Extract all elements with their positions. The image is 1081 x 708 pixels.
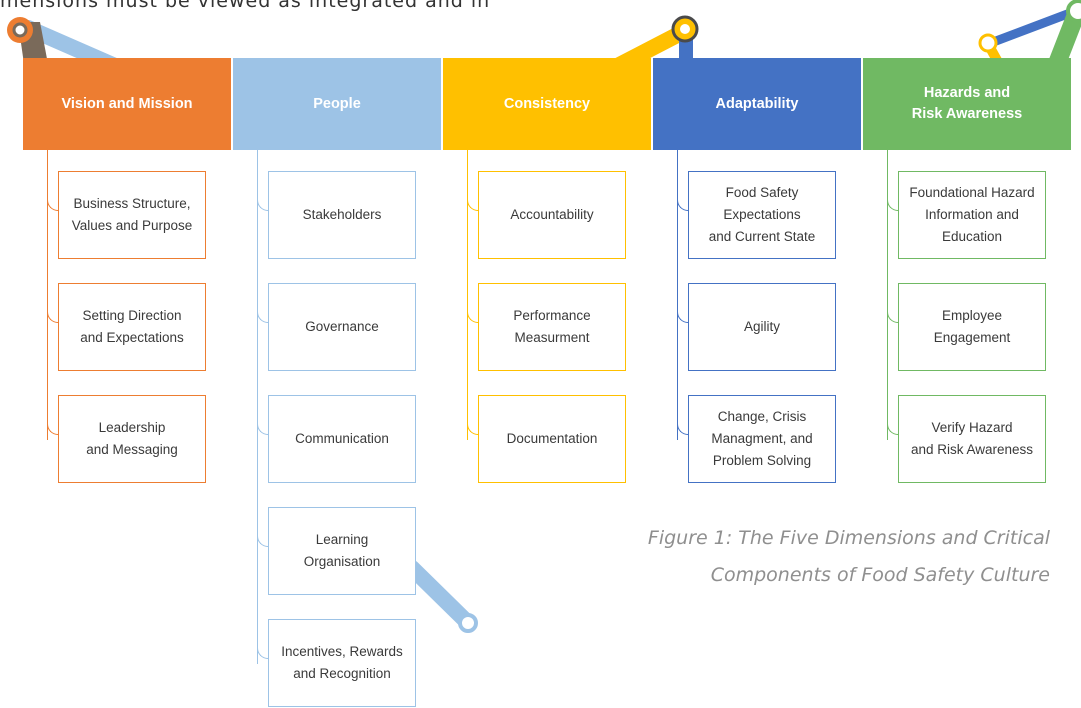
column-header: People [233,58,441,150]
component-card: Foundational Hazard Information and Educ… [898,171,1046,259]
branch-connector [467,395,478,435]
branch-connector [47,395,58,435]
component-card: Documentation [478,395,626,483]
branch-connector [677,171,688,211]
branch-connector [257,507,268,547]
learning-connector-bar [404,560,474,629]
branch-connector [887,395,898,435]
branch-connector [677,283,688,323]
branch-connector [887,283,898,323]
column-people: People Stakeholders Governance Communica… [233,58,441,708]
component-card: Verify Hazard and Risk Awareness [898,395,1046,483]
branch-connector [47,283,58,323]
component-card: Agility [688,283,836,371]
column-header: Hazards and Risk Awareness [863,58,1071,150]
component-card: Communication [268,395,416,483]
column-consistency: Consistency Accountability Performance M… [443,58,651,708]
figure-caption: Figure 1: The Five Dimensions and Critic… [647,527,1050,586]
component-card: Change, Crisis Managment, and Problem So… [688,395,836,483]
column-vision-and-mission: Vision and Mission Business Structure, V… [23,58,231,708]
component-card: Learning Organisation [268,507,416,595]
component-card: Leadership and Messaging [58,395,206,483]
branch-connector [677,395,688,435]
intro-text: mensions must be viewed as integrated an… [0,0,491,12]
component-card: Governance [268,283,416,371]
adaptability-connector-bar [983,5,1081,49]
column-hazards-and-risk-awareness: Hazards and Risk Awareness Foundational … [863,58,1071,708]
component-card: Incentives, Rewards and Recognition [268,619,416,707]
component-card: Business Structure, Values and Purpose [58,171,206,259]
component-card: Employee Engagement [898,283,1046,371]
branch-connector [257,283,268,323]
component-card: Accountability [478,171,626,259]
component-card: Performance Measurment [478,283,626,371]
component-card: Stakeholders [268,171,416,259]
learning-connector-knob [458,613,478,633]
column-header: Adaptability [653,58,861,150]
branch-connector [467,283,478,323]
branch-connector [257,619,268,659]
adaptability-connector-knob [978,33,998,53]
branch-connector [467,171,478,211]
branch-connector [887,171,898,211]
branch-connector [257,171,268,211]
component-card: Food Safety Expectations and Current Sta… [688,171,836,259]
hazard-connector-knob [1066,0,1081,23]
branch-connector [47,171,58,211]
component-card: Setting Direction and Expectations [58,283,206,371]
column-adaptability: Adaptability Food Safety Expectations an… [653,58,861,708]
column-header: Vision and Mission [23,58,231,150]
branch-connector [257,395,268,435]
column-header: Consistency [443,58,651,150]
